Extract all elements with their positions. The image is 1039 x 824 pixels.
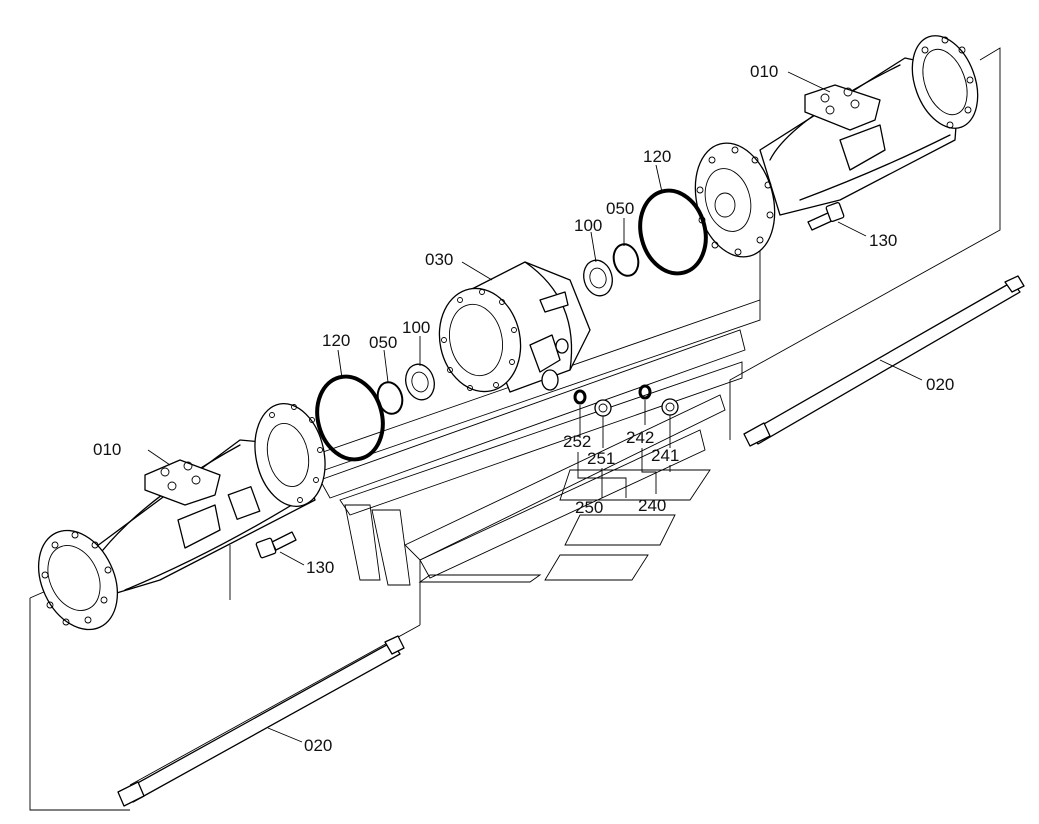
- callout-050-right: 050: [606, 199, 634, 218]
- callout-252: 252: [563, 432, 591, 451]
- plug-251: [594, 399, 612, 417]
- callout-100-right: 100: [574, 216, 602, 235]
- center-housing-030: [438, 261, 591, 393]
- callout-050-left: 050: [369, 333, 397, 352]
- ring-050-left: [376, 381, 404, 415]
- bolt-130-right: [807, 202, 845, 231]
- callout-020-left: 020: [304, 736, 332, 755]
- leader-lines: [147, 71, 923, 743]
- callout-130-right: 130: [869, 231, 897, 250]
- bearing-100-left: [405, 363, 435, 401]
- ring-050-right: [612, 243, 640, 277]
- shaft-020-left: [117, 635, 405, 807]
- callout-240: 240: [638, 496, 666, 515]
- callout-020-right: 020: [926, 375, 954, 394]
- callout-241: 241: [651, 446, 679, 465]
- axle-housing-right: [694, 35, 979, 258]
- callout-120-left: 120: [322, 331, 350, 350]
- bearing-100-right: [583, 259, 613, 297]
- callout-242: 242: [626, 428, 654, 447]
- plug-241: [661, 398, 679, 416]
- callout-100-left: 100: [402, 318, 430, 337]
- seal-252: [573, 389, 587, 405]
- axle-housing-left: [38, 402, 326, 631]
- small-parts: [573, 384, 679, 417]
- bolt-130-left: [255, 531, 297, 559]
- callout-120-right: 120: [643, 147, 671, 166]
- callout-130-left: 130: [306, 558, 334, 577]
- callout-251: 251: [587, 449, 615, 468]
- seal-242: [638, 384, 652, 400]
- callout-030: 030: [425, 250, 453, 269]
- callout-labels: 010 120 050 100 130 030 120 050 100 020 …: [93, 62, 954, 755]
- shaft-020-right: [743, 275, 1025, 447]
- callout-010-right: 010: [750, 62, 778, 81]
- callout-010-left: 010: [93, 440, 121, 459]
- callout-250: 250: [575, 498, 603, 517]
- o-ring-120-left: [315, 374, 385, 462]
